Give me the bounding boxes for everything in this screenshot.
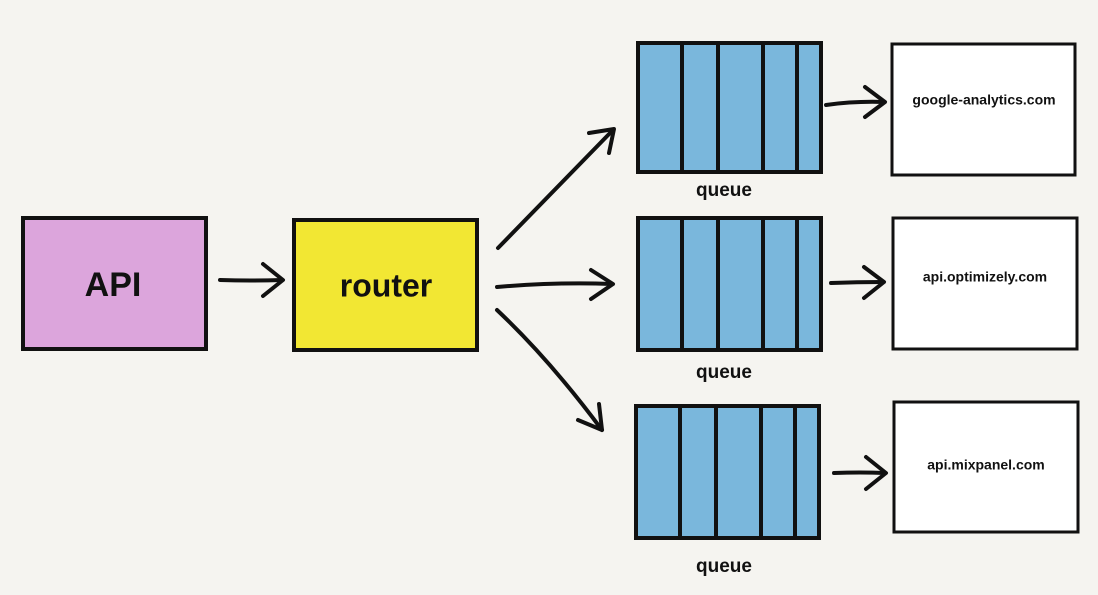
service-box-2 bbox=[891, 216, 1079, 351]
arrow-router-to-queue-3 bbox=[495, 308, 604, 432]
service-label-3: api.mixpanel.com bbox=[927, 457, 1044, 473]
service-box-1 bbox=[890, 42, 1077, 177]
queue-slots-2 bbox=[680, 218, 799, 350]
arrow-api-to-router bbox=[218, 262, 285, 298]
arrow-queue-3-to-service-3 bbox=[832, 455, 888, 491]
service-node-3: api.mixpanel.com bbox=[892, 400, 1080, 534]
queue-box-2 bbox=[636, 216, 823, 352]
queue-slots-1 bbox=[680, 43, 799, 172]
service-label-2: api.optimizely.com bbox=[923, 269, 1047, 285]
queue-node-1: queue bbox=[636, 41, 823, 201]
arrow-queue-2-to-service-2 bbox=[829, 265, 886, 300]
service-label-1: google-analytics.com bbox=[912, 92, 1055, 108]
queue-label-1: queue bbox=[696, 180, 752, 201]
api-box bbox=[21, 216, 208, 351]
router-box bbox=[292, 218, 479, 352]
queue-box-1 bbox=[636, 41, 823, 174]
queue-label-3: queue bbox=[696, 556, 752, 577]
arrow-router-to-queue-2 bbox=[495, 268, 615, 301]
service-box-3 bbox=[892, 400, 1080, 534]
api-label: API bbox=[85, 266, 142, 304]
service-node-2: api.optimizely.com bbox=[891, 216, 1079, 351]
arrow-router-to-queue-1 bbox=[496, 127, 616, 250]
queue-node-3: queue bbox=[634, 404, 821, 577]
arrow-queue-1-to-service-1 bbox=[824, 85, 887, 119]
queue-node-2: queue bbox=[636, 216, 823, 383]
service-node-1: google-analytics.com bbox=[890, 42, 1077, 177]
queue-label-2: queue bbox=[696, 362, 752, 383]
api-node: API bbox=[21, 216, 208, 351]
queue-slots-3 bbox=[678, 406, 797, 538]
router-node: router bbox=[292, 218, 479, 352]
queue-box-3 bbox=[634, 404, 821, 540]
router-label: router bbox=[340, 267, 432, 303]
